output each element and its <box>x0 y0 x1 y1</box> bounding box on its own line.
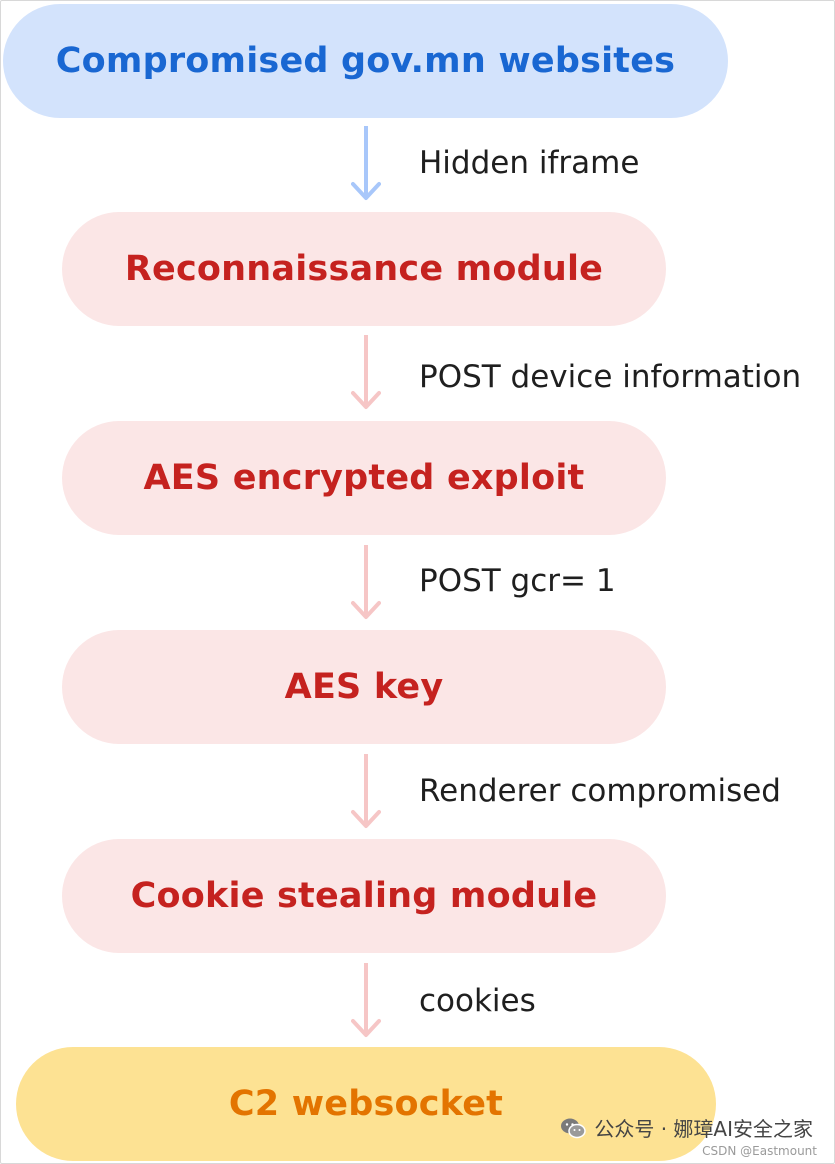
edge-arrow-cookies <box>351 963 381 1039</box>
watermark: 公众号 · 娜璋AI安全之家 <box>560 1113 813 1142</box>
node-aes-key: AES key <box>62 630 666 744</box>
edge-label-post-gcr: POST gcr= 1 <box>419 563 616 599</box>
watermark-text: 公众号 · 娜璋AI安全之家 <box>594 1117 813 1141</box>
edge-label-renderer-compromised: Renderer compromised <box>419 773 781 809</box>
wechat-icon <box>561 1118 587 1138</box>
node-aes-encrypted-exploit: AES encrypted exploit <box>62 421 666 535</box>
edge-arrow-post-device-info <box>351 335 381 411</box>
edge-arrow-renderer-compromised <box>351 754 381 830</box>
edge-arrow-hidden-iframe <box>351 126 381 202</box>
node-reconnaissance-module: Reconnaissance module <box>62 212 666 326</box>
edge-label-hidden-iframe: Hidden iframe <box>419 145 640 181</box>
watermark-subtext: CSDN @Eastmount <box>702 1144 817 1158</box>
edge-label-cookies: cookies <box>419 983 536 1019</box>
edge-label-post-device-information: POST device information <box>419 359 802 395</box>
node-cookie-stealing-module: Cookie stealing module <box>62 839 666 953</box>
node-c2-websocket: C2 websocket <box>16 1047 716 1161</box>
node-compromised-websites: Compromised gov.mn websites <box>3 4 728 118</box>
edge-arrow-post-gcr <box>351 545 381 621</box>
